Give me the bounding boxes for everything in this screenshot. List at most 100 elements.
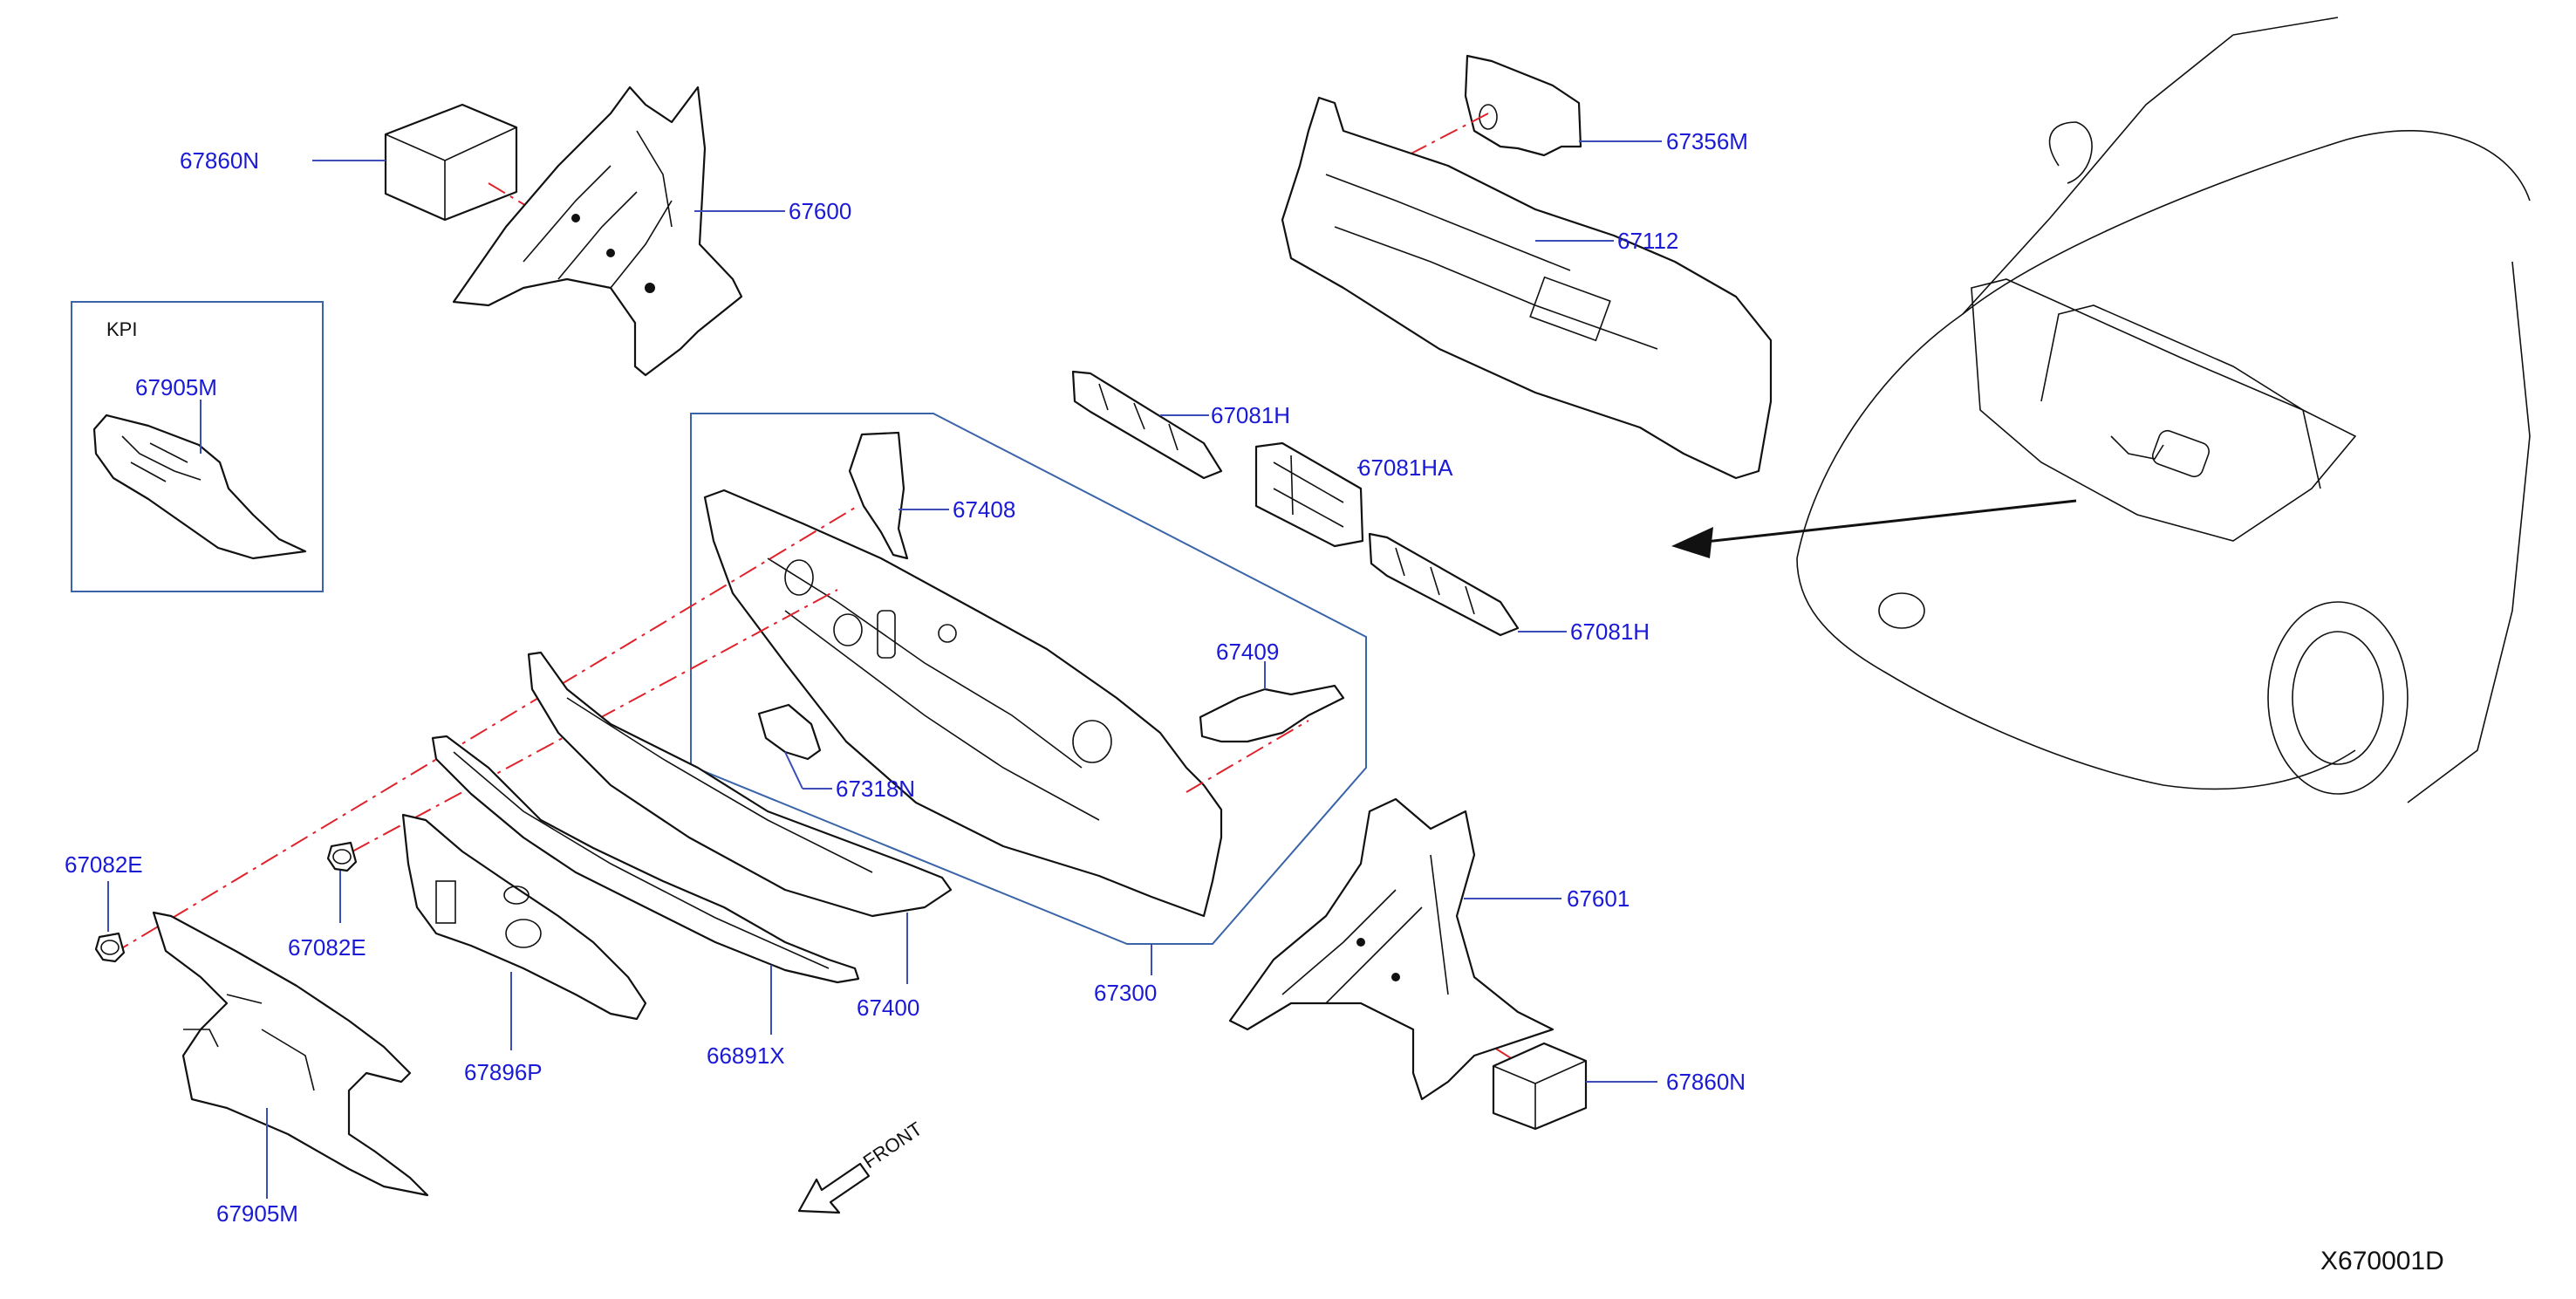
pointer-arrowhead-icon — [1671, 527, 1713, 558]
part-label-66891X[interactable]: 66891X — [707, 1043, 785, 1069]
vehicle-wheel-inner — [2292, 631, 2384, 765]
clip-67082E-mid — [326, 841, 358, 872]
part-group-67082E: 67082E 67082E — [65, 841, 366, 963]
part-label-67081H-top[interactable]: 67081H — [1211, 402, 1290, 428]
clip-hole-icon — [332, 849, 352, 865]
part-label-67905M-inset[interactable]: 67905M — [135, 374, 217, 400]
part-label-67300[interactable]: 67300 — [1094, 980, 1157, 1006]
vehicle-cowl-opening — [2151, 429, 2210, 478]
clip-icon — [326, 841, 358, 872]
part-67318N-shape — [757, 703, 822, 761]
part-label-67409[interactable]: 67409 — [1216, 639, 1279, 665]
dash-line — [111, 507, 856, 955]
hole-icon — [571, 214, 580, 222]
part-label-67408[interactable]: 67408 — [953, 496, 1015, 523]
dash-line — [352, 589, 838, 852]
bracket-67081H-top-shape — [1071, 370, 1223, 480]
vehicle-body-right — [2407, 261, 2531, 803]
clip-icon — [94, 932, 126, 963]
inset-label: KPI — [106, 318, 137, 340]
part-group-67896P: 67896P — [401, 813, 647, 1085]
pad-67860N-top-edges — [385, 126, 517, 220]
seal-66891X-detail — [453, 751, 830, 969]
panel-67601-shape — [1228, 797, 1554, 1101]
part-label-67600[interactable]: 67600 — [789, 198, 851, 224]
cowl-67112-shape — [1281, 96, 1773, 480]
clip-hole-icon — [100, 940, 120, 955]
part-group-67081H: 67081H 67081HA 67081H — [1071, 370, 1650, 645]
part-label-67905M-bottom[interactable]: 67905M — [216, 1200, 298, 1227]
part-67409-shape — [1199, 684, 1345, 743]
front-direction-label: FRONT — [859, 1118, 926, 1173]
part-label-67082E-mid[interactable]: 67082E — [288, 934, 366, 961]
vehicle-overview — [1671, 17, 2531, 803]
pad-67860N-top-shape — [384, 103, 518, 222]
group-frame-67300 — [690, 413, 1367, 945]
part-label-67318N[interactable]: 67318N — [836, 776, 915, 802]
cowl-top-67400-shape — [527, 651, 953, 918]
insulator-67896P-hole — [505, 919, 542, 948]
hole-icon — [606, 249, 615, 257]
panel-67601-detail — [1281, 854, 1449, 1004]
part-label-67081H-bottom[interactable]: 67081H — [1570, 619, 1650, 645]
part-67408-shape — [848, 431, 909, 560]
bracket-67081HA-detail — [1273, 455, 1344, 528]
part-group-67601: 67601 67860N — [1228, 797, 1746, 1131]
pad-67860N-bottom-shape — [1492, 1042, 1588, 1131]
kpi-inset: KPI 67905M — [71, 301, 324, 592]
part-group-67112: 67356M 67112 — [1281, 54, 1773, 480]
front-arrow-icon — [797, 1162, 871, 1214]
vehicle-cowl-area — [2040, 304, 2321, 489]
part-label-67860N-top[interactable]: 67860N — [180, 147, 259, 174]
dash-panel-detail — [767, 557, 1100, 821]
part-group-66891X: 66891X — [431, 735, 860, 1069]
cowl-67112-detail — [1325, 174, 1658, 350]
vehicle-wheel — [2267, 601, 2409, 795]
part-label-67112[interactable]: 67112 — [1617, 228, 1678, 254]
vehicle-outline-left — [1796, 34, 2234, 559]
hole-icon — [1391, 973, 1400, 981]
part-label-67356M[interactable]: 67356M — [1666, 128, 1748, 154]
part-group-67905M-bottom: 67905M — [152, 911, 429, 1227]
part-label-67081HA[interactable]: 67081HA — [1358, 455, 1453, 481]
dash-panel-hole — [1072, 720, 1112, 763]
dash-panel-hole — [833, 613, 863, 646]
insulator-67896P-hole — [503, 885, 530, 905]
dash-67356M — [1404, 113, 1489, 158]
dash-panel-hole — [784, 559, 814, 596]
part-label-67400[interactable]: 67400 — [857, 995, 919, 1021]
part-group-67400: 67400 — [527, 651, 953, 1021]
part-group-67600: 67860N 67600 — [180, 85, 851, 377]
dash-line — [1186, 720, 1309, 793]
insulator-67896P-slot — [435, 880, 456, 924]
inset-frame — [71, 301, 324, 592]
hole-icon — [645, 283, 655, 293]
vehicle-emblem — [1878, 592, 1925, 629]
seal-66891X-shape — [431, 735, 860, 984]
part-label-67896P[interactable]: 67896P — [464, 1059, 543, 1085]
part-group-67300: 67408 67409 67318N 67300 — [690, 413, 1367, 1006]
vehicle-hood-outline — [1962, 17, 2531, 315]
dash-panel-hole — [938, 624, 957, 643]
vehicle-engine-bay — [1971, 278, 2357, 542]
part-67356M-shape — [1464, 54, 1582, 157]
clip-67082E-left — [94, 932, 126, 963]
part-label-67082E-left[interactable]: 67082E — [65, 851, 143, 878]
part-label-67601[interactable]: 67601 — [1567, 885, 1630, 912]
pointer-arrow-line — [1681, 499, 2077, 546]
dash-panel-67300-shape — [703, 489, 1223, 918]
bracket-67081H-bottom-shape — [1368, 532, 1520, 637]
bracket-67081HA-shape — [1254, 441, 1364, 548]
hole-icon — [1356, 938, 1365, 947]
front-indicator: FRONT — [797, 1118, 926, 1214]
vehicle-cowl-detail — [2110, 435, 2164, 460]
cowl-67112-opening — [1529, 276, 1611, 342]
cowl-top-67400-detail — [566, 697, 873, 873]
bracket-67081H-top-detail — [1098, 383, 1179, 451]
leader-67318N-a — [784, 751, 803, 790]
inset-insulator-detail — [121, 435, 202, 482]
part-label-67860N-bottom[interactable]: 67860N — [1666, 1069, 1746, 1095]
insulator-67905M-detail — [183, 994, 315, 1091]
